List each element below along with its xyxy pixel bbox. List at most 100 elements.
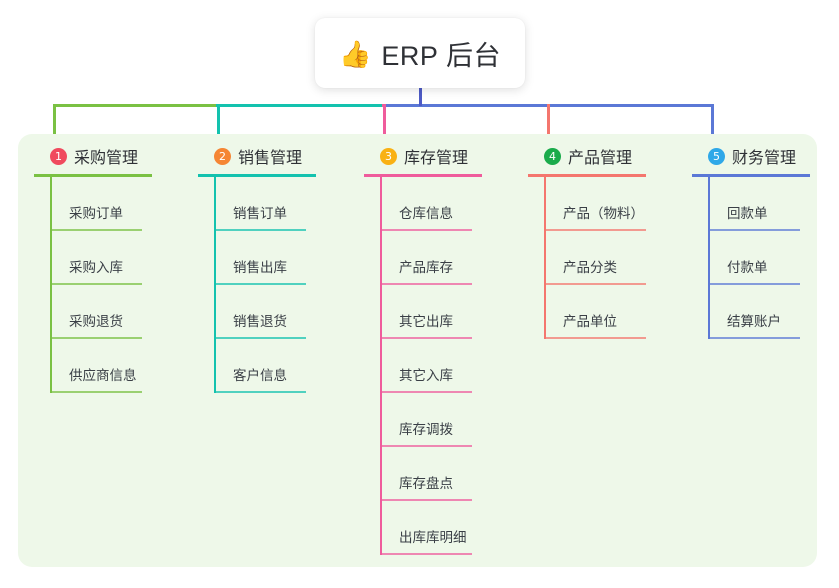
leaf-underline (50, 391, 142, 393)
leaf-item[interactable]: 其它入库 (364, 339, 516, 393)
branch-spine (50, 177, 52, 393)
drop-connector-5 (711, 104, 714, 134)
branch-number-badge: 4 (544, 147, 561, 165)
leaf-label: 出库库明细 (399, 530, 467, 545)
leaf-underline (214, 283, 306, 285)
leaf-item[interactable]: 采购入库 (34, 231, 186, 285)
leaf-underline (214, 337, 306, 339)
leaf-label: 产品（物料） (563, 206, 644, 221)
branch-underline (364, 174, 482, 177)
branch-title: 销售管理 (238, 150, 303, 167)
leaf-item[interactable]: 销售出库 (198, 231, 350, 285)
leaf-item[interactable]: 客户信息 (198, 339, 350, 393)
drop-connector-1 (53, 104, 56, 134)
leaf-underline (380, 553, 472, 555)
leaf-label: 仓库信息 (399, 206, 453, 221)
leaf-label: 结算账户 (727, 314, 781, 329)
leaf-item[interactable]: 采购退货 (34, 285, 186, 339)
branch-underline (34, 174, 152, 177)
leaf-label: 采购退货 (69, 314, 123, 329)
branch-number-badge: 5 (708, 147, 725, 165)
branch-header-2[interactable]: 2 销售管理 (198, 144, 350, 168)
leaf-underline (50, 283, 142, 285)
leaf-underline (544, 229, 646, 231)
branch-leaf-list-4: 产品（物料） 产品分类产品单位 (528, 177, 680, 339)
leaf-item[interactable]: 库存盘点 (364, 447, 516, 501)
leaf-label: 其它出库 (399, 314, 453, 329)
leaf-label: 销售出库 (233, 260, 287, 275)
leaf-underline (380, 229, 472, 231)
leaf-underline (380, 499, 472, 501)
branch-spine (708, 177, 710, 339)
branch-title: 财务管理 (732, 150, 797, 167)
thumbs-up-icon: 👍 (339, 39, 372, 69)
branch-title: 库存管理 (404, 150, 469, 167)
branch-leaf-list-3: 仓库信息产品库存其它出库其它入库库存调拨库存盘点出库库明细 (364, 177, 516, 555)
leaf-underline (50, 337, 142, 339)
leaf-label: 采购入库 (69, 260, 123, 275)
leaf-label: 销售订单 (233, 206, 287, 221)
root-node[interactable]: 👍 ERP 后台 (315, 18, 525, 88)
branch-spine (214, 177, 216, 393)
branch-header-1[interactable]: 1 采购管理 (34, 144, 186, 168)
root-trunk-connector (419, 88, 422, 106)
leaf-label: 回款单 (727, 206, 768, 221)
leaf-label: 产品单位 (563, 314, 617, 329)
leaf-underline (380, 283, 472, 285)
branch-header-4[interactable]: 4 产品管理 (528, 144, 680, 168)
leaf-underline (708, 337, 800, 339)
diagram-panel (18, 134, 817, 567)
branch-leaf-list-5: 回款单付款单结算账户 (692, 177, 822, 339)
leaf-label: 客户信息 (233, 368, 287, 383)
branch-column-2: 2 销售管理销售订单销售出库销售退货客户信息 (198, 144, 350, 393)
leaf-item[interactable]: 供应商信息 (34, 339, 186, 393)
leaf-underline (544, 337, 646, 339)
leaf-item[interactable]: 仓库信息 (364, 177, 516, 231)
leaf-label: 付款单 (727, 260, 768, 275)
branch-leaf-list-1: 采购订单采购入库采购退货供应商信息 (34, 177, 186, 393)
leaf-item[interactable]: 库存调拨 (364, 393, 516, 447)
drop-connector-3 (383, 104, 386, 134)
leaf-underline (380, 391, 472, 393)
leaf-label: 产品分类 (563, 260, 617, 275)
leaf-label: 其它入库 (399, 368, 453, 383)
branch-column-3: 3 库存管理仓库信息产品库存其它出库其它入库库存调拨库存盘点出库库明细 (364, 144, 516, 555)
branch-number-badge: 1 (50, 147, 67, 165)
leaf-label: 采购订单 (69, 206, 123, 221)
branch-number-badge: 2 (214, 147, 231, 165)
leaf-underline (50, 229, 142, 231)
drop-connector-4 (547, 104, 550, 134)
leaf-item[interactable]: 结算账户 (692, 285, 822, 339)
branch-header-5[interactable]: 5 财务管理 (692, 144, 822, 168)
leaf-label: 库存调拨 (399, 422, 453, 437)
leaf-item[interactable]: 产品（物料） (528, 177, 680, 231)
leaf-item[interactable]: 采购订单 (34, 177, 186, 231)
branch-title: 产品管理 (568, 150, 633, 167)
leaf-item[interactable]: 产品库存 (364, 231, 516, 285)
leaf-item[interactable]: 销售退货 (198, 285, 350, 339)
leaf-label: 库存盘点 (399, 476, 453, 491)
root-title: ERP 后台 (381, 40, 501, 71)
branch-spine (380, 177, 382, 555)
leaf-underline (380, 445, 472, 447)
leaf-label: 销售退货 (233, 314, 287, 329)
branch-title: 采购管理 (74, 150, 139, 167)
leaf-item[interactable]: 其它出库 (364, 285, 516, 339)
branch-number-badge: 3 (380, 147, 397, 165)
leaf-label: 产品库存 (399, 260, 453, 275)
drop-connector-2 (217, 104, 220, 134)
branch-header-3[interactable]: 3 库存管理 (364, 144, 516, 168)
leaf-item[interactable]: 出库库明细 (364, 501, 516, 555)
branch-column-4: 4 产品管理产品（物料） 产品分类产品单位 (528, 144, 680, 339)
leaf-underline (544, 283, 646, 285)
bus-segment-purchase (53, 104, 236, 107)
leaf-item[interactable]: 回款单 (692, 177, 822, 231)
leaf-underline (214, 229, 306, 231)
leaf-item[interactable]: 销售订单 (198, 177, 350, 231)
branch-column-5: 5 财务管理回款单付款单结算账户 (692, 144, 822, 339)
leaf-item[interactable]: 产品分类 (528, 231, 680, 285)
leaf-item[interactable]: 产品单位 (528, 285, 680, 339)
leaf-underline (214, 391, 306, 393)
leaf-item[interactable]: 付款单 (692, 231, 822, 285)
bus-segment-sales (216, 104, 383, 107)
